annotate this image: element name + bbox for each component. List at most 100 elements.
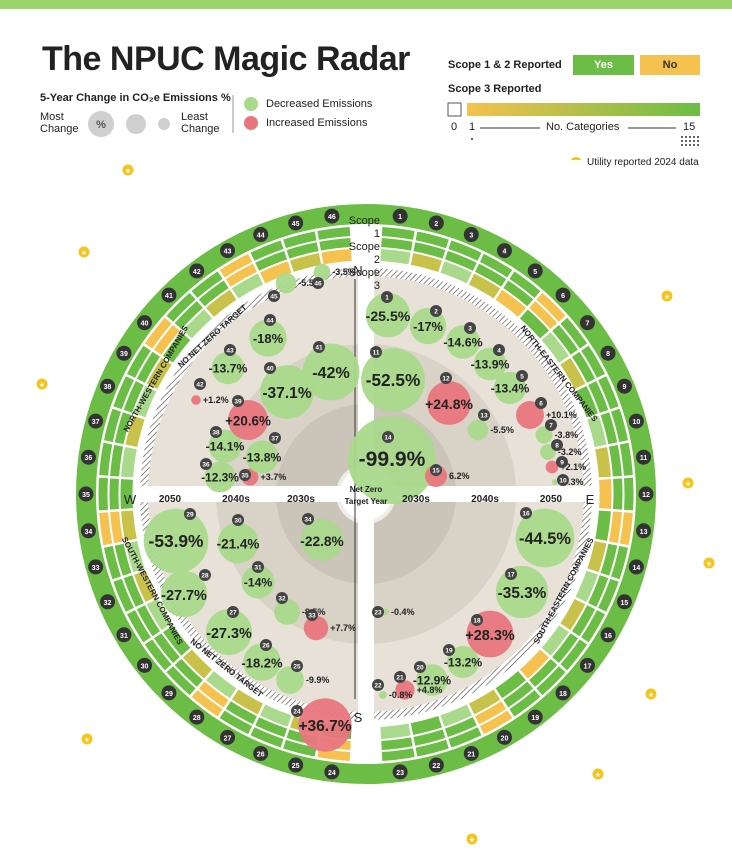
axis-left-2030s: 2030s: [287, 494, 315, 505]
scope1-segment: [125, 344, 153, 380]
company-id-text: 7: [586, 321, 590, 328]
scope2-segment: [473, 262, 508, 289]
bubble-id-badge: [545, 419, 557, 431]
center-label-line1: Net Zero: [350, 485, 383, 494]
company-bubble-24: +36.7%24: [291, 698, 352, 752]
star-glyph-icon: ★: [595, 771, 601, 779]
bubble-id-badge: [443, 644, 455, 656]
bubble-value-label: -5.5%: [298, 278, 322, 288]
scope3-segment: [467, 272, 502, 300]
scope2-segment: [224, 699, 259, 726]
bubble-value-label: -27.3%: [206, 626, 252, 642]
bubble-id-badge: [520, 507, 532, 519]
company-id-text: 43: [224, 249, 232, 256]
bubble-value-label: -9.9%: [306, 675, 330, 685]
company-bubble-9: +2.1%9: [545, 456, 586, 474]
company-id-badge: [100, 378, 116, 394]
company-bubble-27: -27.3%27: [206, 606, 252, 655]
scope2-segment: [599, 411, 619, 446]
utility-label: Utility reported 2024 data: [587, 157, 699, 168]
company-id-badge: [527, 263, 543, 279]
company-id-badge: [324, 764, 340, 780]
bubble-circle: [302, 343, 360, 401]
bubble-id-badge: [252, 561, 264, 573]
bubble-circle: [300, 518, 344, 562]
company-id-text: 18: [559, 691, 567, 698]
axis-right-2030s: 2030s: [402, 494, 430, 505]
company-bubble-15: 6.2%15: [425, 464, 469, 487]
scope2-segment: [527, 299, 559, 331]
scope2-segment: [152, 631, 182, 665]
star-glyph-icon: ★: [706, 560, 712, 568]
scope2-segment: [108, 477, 121, 511]
company-bubble-30: -21.4%30: [217, 514, 259, 564]
company-id-badge: [638, 486, 654, 502]
ncat-one-dot: [471, 138, 473, 140]
bubble-id-text: 28: [201, 573, 209, 580]
scope1-segment: [112, 577, 136, 614]
scope3-segment: [518, 648, 551, 681]
scope2-segment: [599, 542, 619, 577]
bubble-id-text: 17: [507, 572, 515, 579]
company-id-badge: [116, 345, 132, 361]
bubble-id-text: 30: [234, 518, 242, 525]
bubble-id-text: 33: [308, 613, 316, 620]
company-bubble-34: -22.8%34: [300, 513, 344, 562]
bubble-id-text: 22: [374, 683, 382, 690]
scope1-segment: [165, 291, 198, 324]
company-id-text: 12: [642, 492, 650, 499]
increased-label: Increased Emissions: [266, 117, 368, 129]
company-id-text: 35: [82, 492, 90, 499]
company-id-text: 20: [501, 735, 509, 742]
company-id-badge: [189, 263, 205, 279]
bubble-value-label: -0.4%: [391, 607, 415, 617]
bubble-id-badge: [264, 362, 276, 374]
bubble-value-label: -37.1%: [262, 385, 311, 402]
bubble-id-text: 4: [497, 348, 501, 355]
bubble-id-text: 18: [473, 618, 481, 625]
company-id-badge: [616, 378, 632, 394]
bubble-id-badge: [199, 569, 211, 581]
scope1-segment: [447, 725, 483, 749]
company-id-text: 14: [632, 565, 640, 572]
scope2-segment: [570, 603, 597, 638]
scope1-segment: [125, 608, 153, 644]
company-bubble-43: -13.7%43: [209, 344, 247, 385]
bubble-id-badge: [276, 592, 288, 604]
scope1-segment: [609, 407, 630, 444]
bubble-value-label: -44.5%: [519, 530, 571, 548]
top-accent-bar: [0, 0, 732, 9]
bubble-id-badge: [381, 291, 393, 303]
bubble-id-badge: [516, 370, 528, 382]
company-id-badge: [189, 709, 205, 725]
scope1-segment: [534, 664, 567, 697]
company-bubble-39: +20.6%39: [225, 395, 271, 440]
star-glyph-icon: ★: [648, 691, 654, 699]
company-bubble-41: -42%41: [302, 341, 360, 401]
bubble-value-label: +24.8%: [425, 396, 473, 412]
bubble-id-badge: [306, 609, 318, 621]
decreased-swatch: [244, 97, 258, 111]
company-id-badge: [428, 757, 444, 773]
bubble-value-label: -25.5%: [366, 308, 411, 324]
scope2-segment: [197, 279, 231, 308]
scope12-label: Scope 1 & 2 Reported: [448, 59, 562, 71]
company-id-text: 8: [606, 351, 610, 358]
bubble-id-text: 3: [468, 326, 472, 333]
scope1-ring-label: Scope 1: [348, 215, 380, 240]
bubble-id-badge: [478, 409, 490, 421]
scope3-segment: [540, 330, 571, 364]
company-id-badge: [496, 729, 512, 745]
size-legend-medium: [126, 114, 146, 134]
company-id-badge: [392, 764, 408, 780]
scope3-segment: [161, 624, 192, 658]
scope3-segment: [181, 307, 214, 340]
scope3-segment: [586, 539, 608, 574]
scope2-segment: [607, 443, 623, 478]
bubble-id-text: 14: [384, 435, 392, 442]
scope1-segment: [380, 747, 416, 763]
bubble-circle: [160, 570, 208, 618]
scope3-segment: [230, 688, 265, 716]
bubble-value-label: -35.3%: [498, 585, 547, 602]
